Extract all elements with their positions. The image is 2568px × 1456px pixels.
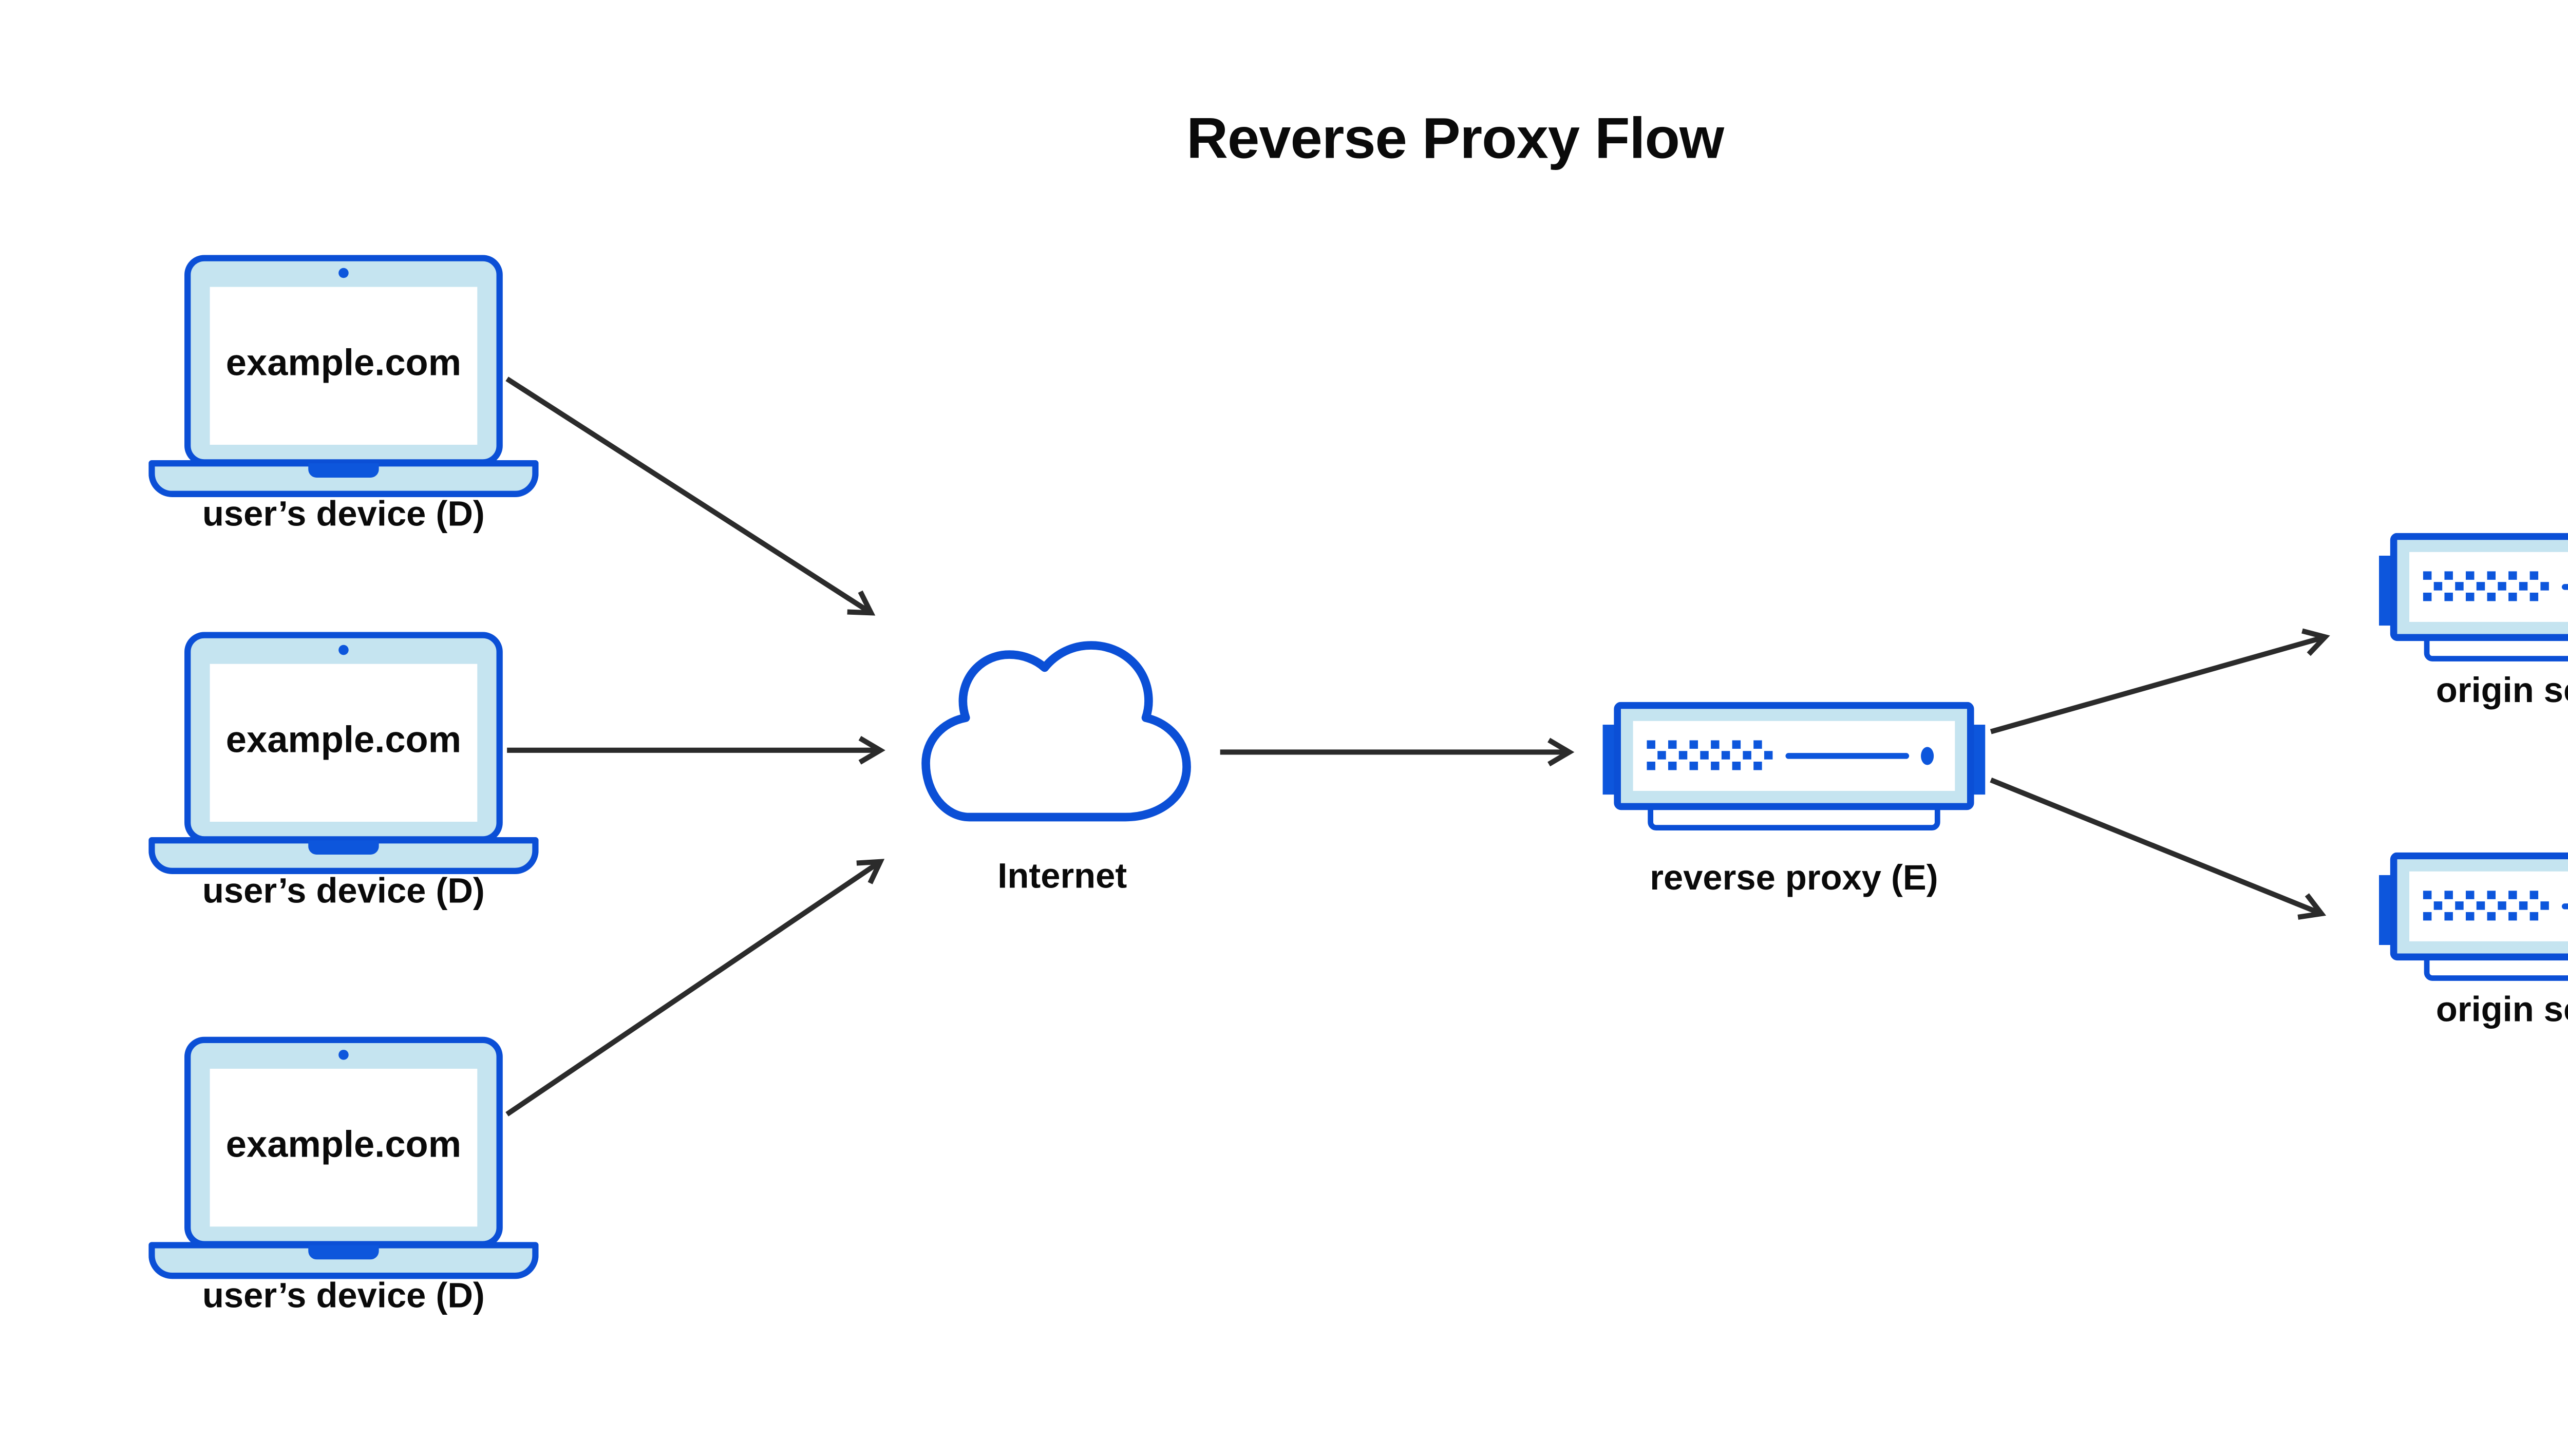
reverse-proxy-node: reverse proxy (E): [1603, 702, 1986, 899]
server-icon: [2379, 853, 2568, 986]
device-caption: user’s device (D): [202, 1277, 485, 1317]
user-device-1: example.com user’s device (D): [148, 254, 538, 535]
cloud-icon: [917, 639, 1207, 832]
user-device-3: example.com user’s device (D): [148, 1036, 538, 1317]
device-screen-label: example.com: [225, 1125, 462, 1166]
origin-server-1: origin server (F): [2379, 533, 2568, 711]
arrow-proxy-to-origin2: [1990, 777, 2327, 920]
internet-label: Internet: [997, 858, 1127, 897]
arrow-proxy-to-origin1: [1990, 628, 2330, 734]
reverse-proxy-label: reverse proxy (E): [1650, 860, 1938, 899]
server-icon: [2379, 533, 2568, 667]
device-screen-label: example.com: [225, 720, 462, 762]
device-caption: user’s device (D): [202, 873, 485, 912]
origin-server-label: origin server (F): [2435, 672, 2568, 711]
device-caption: user’s device (D): [202, 496, 485, 535]
device-screen-label: example.com: [225, 343, 462, 385]
diagram-title: Reverse Proxy Flow: [1186, 106, 1724, 171]
arrow-device1-to-internet: [505, 376, 876, 616]
user-device-2: example.com user’s device (D): [148, 631, 538, 912]
origin-server-label: origin server (F): [2435, 991, 2568, 1031]
internet-node: Internet: [917, 639, 1207, 897]
server-icon: [1603, 702, 1986, 836]
origin-server-2: origin server (F): [2379, 853, 2568, 1031]
arrow-device3-to-internet: [505, 859, 885, 1117]
